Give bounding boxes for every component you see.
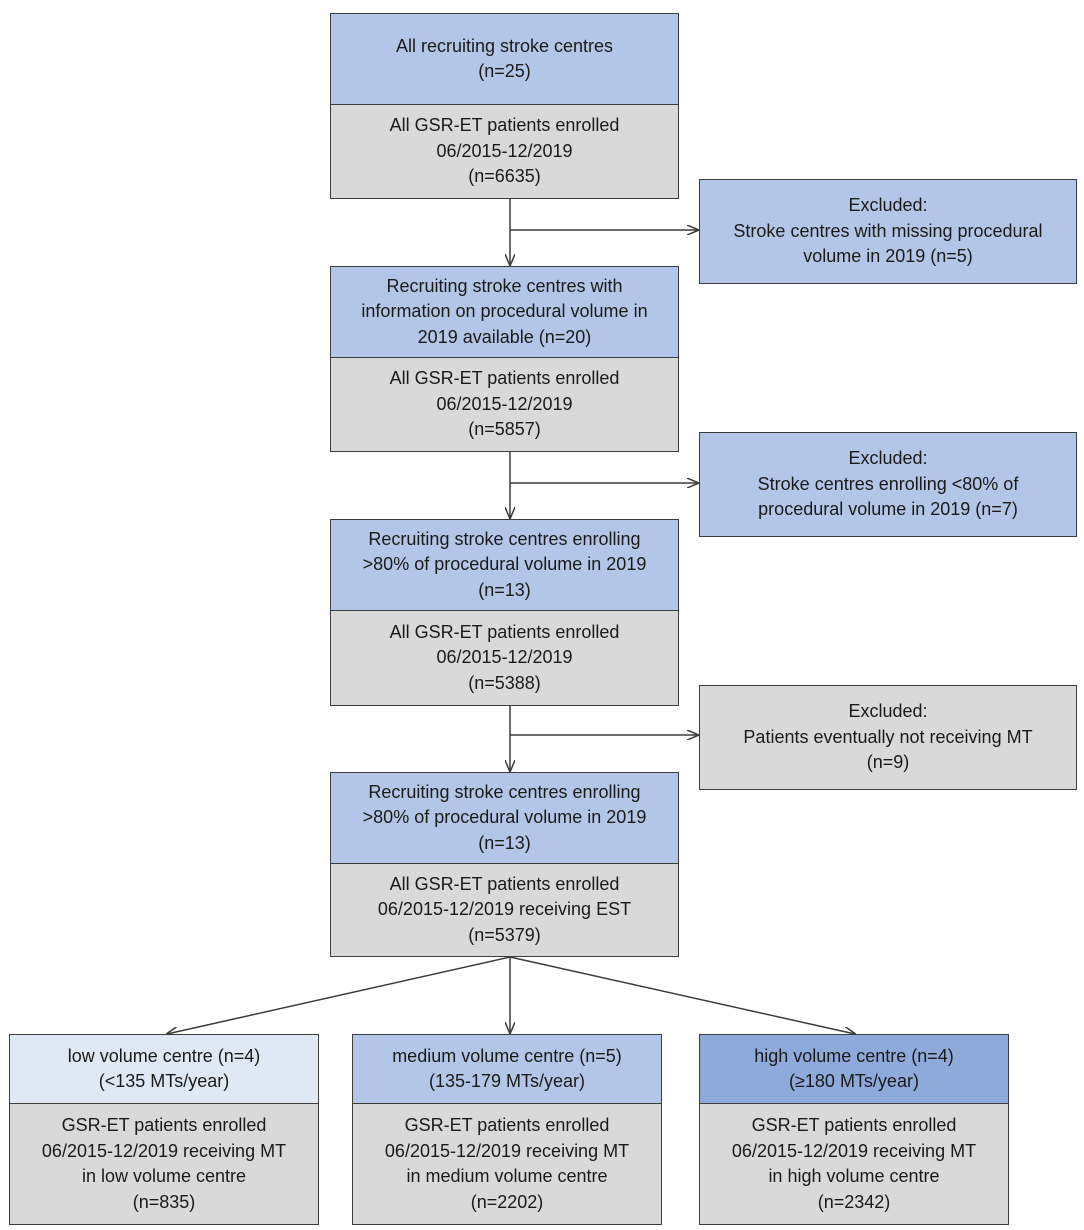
step3-header: Recruiting stroke centres enrolling>80% … (330, 519, 679, 611)
exclusion3-box: Excluded:Patients eventually not receivi… (699, 685, 1077, 790)
exclusion2-box: Excluded:Stroke centres enrolling <80% o… (699, 432, 1077, 537)
arrow-to-high-volume (509, 956, 855, 1034)
step4-header: Recruiting stroke centres enrolling>80% … (330, 772, 679, 864)
step1-header: All recruiting stroke centres(n=25) (330, 13, 679, 105)
arrow-to-low-volume (167, 956, 511, 1034)
exclusion1-box: Excluded:Stroke centres with missing pro… (699, 179, 1077, 284)
low-volume-header: low volume centre (n=4)(<135 MTs/year) (9, 1034, 319, 1104)
medium-volume-header: medium volume centre (n=5)(135-179 MTs/y… (352, 1034, 662, 1104)
high-volume-header: high volume centre (n=4)(≥180 MTs/year) (699, 1034, 1009, 1104)
